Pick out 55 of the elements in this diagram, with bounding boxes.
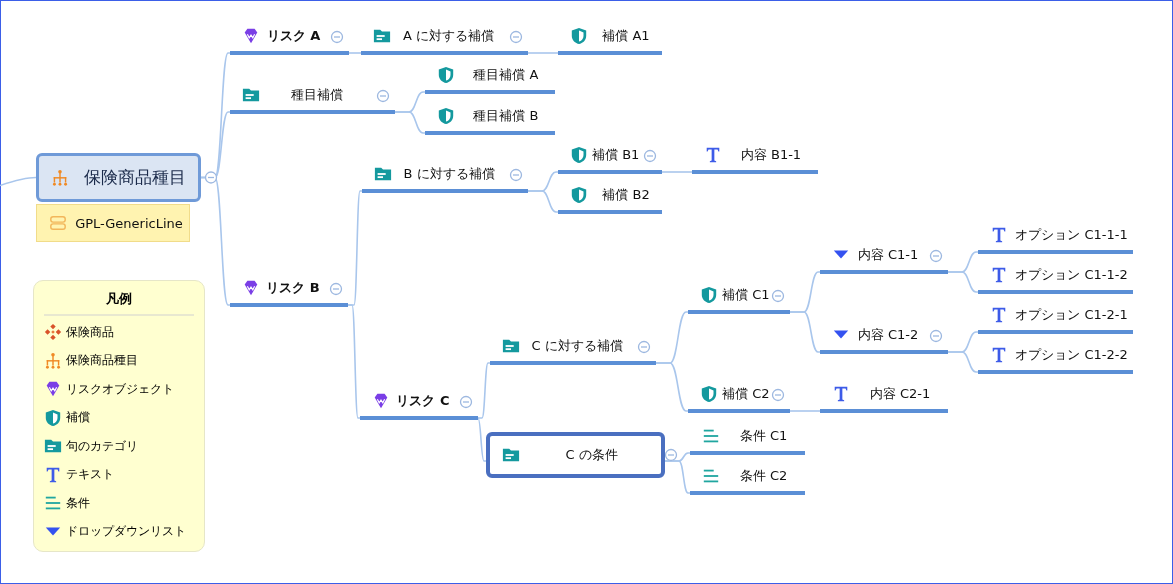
branch-line	[527, 52, 559, 54]
topic-label: GPL-GenericLine	[74, 215, 184, 231]
branch-line	[347, 304, 361, 419]
topic-label: 補償 C1	[721, 286, 770, 304]
branch-line	[527, 190, 559, 213]
topic-label: 内容 B1-1	[739, 146, 803, 164]
branch-line	[477, 417, 487, 462]
topic-label: B に対する補償	[402, 165, 496, 183]
branch-line	[394, 111, 426, 134]
topic-label: 種目補償 A	[472, 66, 540, 84]
selected-topic	[486, 432, 665, 478]
branch-line	[661, 171, 693, 173]
topic-label: 条件 C1	[738, 427, 789, 445]
topic-label: 内容 C1-2	[856, 326, 920, 344]
topic-label: 補償 C2	[721, 385, 770, 403]
root-topic-box	[36, 153, 201, 202]
topic-label: オプション C1-1-2	[1014, 266, 1129, 284]
topic-label: 補償 A1	[601, 27, 651, 45]
topic-label: A に対する補償	[402, 27, 495, 45]
branch-line	[655, 362, 689, 412]
branch-line	[348, 52, 362, 54]
legend-label: ドロップダウンリスト	[66, 523, 186, 540]
legend-label: テキスト	[66, 466, 114, 483]
legend-label: リスクオブジェクト	[66, 380, 174, 398]
branch-line	[947, 271, 979, 293]
topic-label: リスク C	[395, 392, 451, 410]
topic-label: C に対する補償	[530, 337, 624, 355]
branch-line	[789, 311, 821, 353]
topic-label: C の条件	[564, 446, 619, 464]
topic-label: 条件 C2	[738, 467, 789, 485]
topic-label: 保険商品種目	[82, 166, 187, 189]
legend-label: 補償	[66, 409, 90, 426]
branch-line	[789, 410, 821, 412]
topic-label: リスク B	[265, 279, 321, 297]
branch-line	[200, 176, 231, 306]
legend-title: 凡例	[105, 290, 133, 308]
legend-label: 保険商品	[66, 323, 114, 341]
topic-label: オプション C1-2-1	[1014, 306, 1129, 324]
topic-label: 内容 C1-1	[856, 246, 920, 264]
branch-line	[0, 176, 37, 187]
topic-label: オプション C1-2-2	[1014, 346, 1129, 364]
branch-line	[664, 460, 691, 494]
topic-label: リスク A	[265, 27, 322, 45]
topic-label: 内容 C2-1	[868, 385, 932, 403]
branch-line	[947, 351, 979, 373]
note-box	[36, 204, 190, 242]
legend-label: 条件	[66, 494, 90, 512]
topic-label: 種目補償	[289, 86, 344, 104]
legend-label: 句のカテゴリ	[66, 437, 138, 455]
topic-label: 補償 B1	[591, 146, 640, 164]
topic-label: オプション C1-1-1	[1014, 226, 1129, 244]
legend-label: 保険商品種目	[66, 352, 138, 369]
branch-line	[477, 362, 491, 419]
topic-label: 補償 B2	[601, 186, 651, 204]
topic-label: 種目補償 B	[472, 107, 540, 125]
